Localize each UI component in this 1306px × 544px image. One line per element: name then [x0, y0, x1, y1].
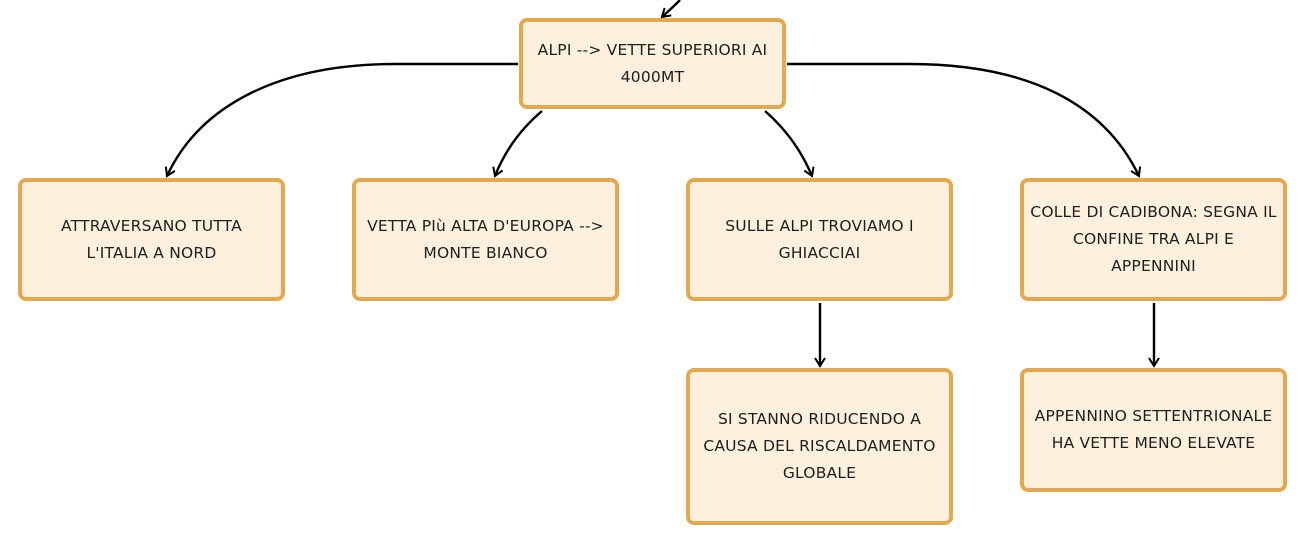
node-ghiacciai[interactable]: SULLE ALPI TROVIAMO I GHIACCIAI: [686, 178, 953, 301]
node-colle-di-cadibona[interactable]: COLLE DI CADIBONA: SEGNA IL CONFINE TRA …: [1020, 178, 1287, 301]
node-label: VETTA PIù ALTA D'EUROPA --> MONTE BIANCO: [367, 216, 604, 262]
edge-incoming-root: [660, 0, 681, 19]
edge-root-nord: [164, 62, 518, 178]
node-appennino-settentrionale[interactable]: APPENNINO SETTENTRIONALE HA VETTE MENO E…: [1020, 368, 1287, 492]
node-label: SI STANNO RIDUCENDO A CAUSA DEL RISCALDA…: [703, 410, 936, 482]
node-label: COLLE DI CADIBONA: SEGNA IL CONFINE TRA …: [1030, 203, 1277, 275]
node-attraversano-nord[interactable]: ATTRAVERSANO TUTTA L'ITALIA A NORD: [18, 178, 285, 301]
edge-root-ghiacc: [764, 110, 815, 178]
edge-root-colle: [787, 62, 1142, 178]
node-alpi-root[interactable]: ALPI --> VETTE SUPERIORI AI 4000MT: [519, 18, 786, 109]
node-label: APPENNINO SETTENTRIONALE HA VETTE MENO E…: [1034, 407, 1273, 452]
node-label: ALPI --> VETTE SUPERIORI AI 4000MT: [537, 40, 768, 86]
node-riscaldamento-globale[interactable]: SI STANNO RIDUCENDO A CAUSA DEL RISCALDA…: [686, 368, 953, 525]
node-label: ATTRAVERSANO TUTTA L'ITALIA A NORD: [61, 216, 242, 262]
edge-root-vetta: [492, 110, 543, 178]
node-monte-bianco[interactable]: VETTA PIù ALTA D'EUROPA --> MONTE BIANCO: [352, 178, 619, 301]
node-label: SULLE ALPI TROVIAMO I GHIACCIAI: [725, 216, 914, 262]
